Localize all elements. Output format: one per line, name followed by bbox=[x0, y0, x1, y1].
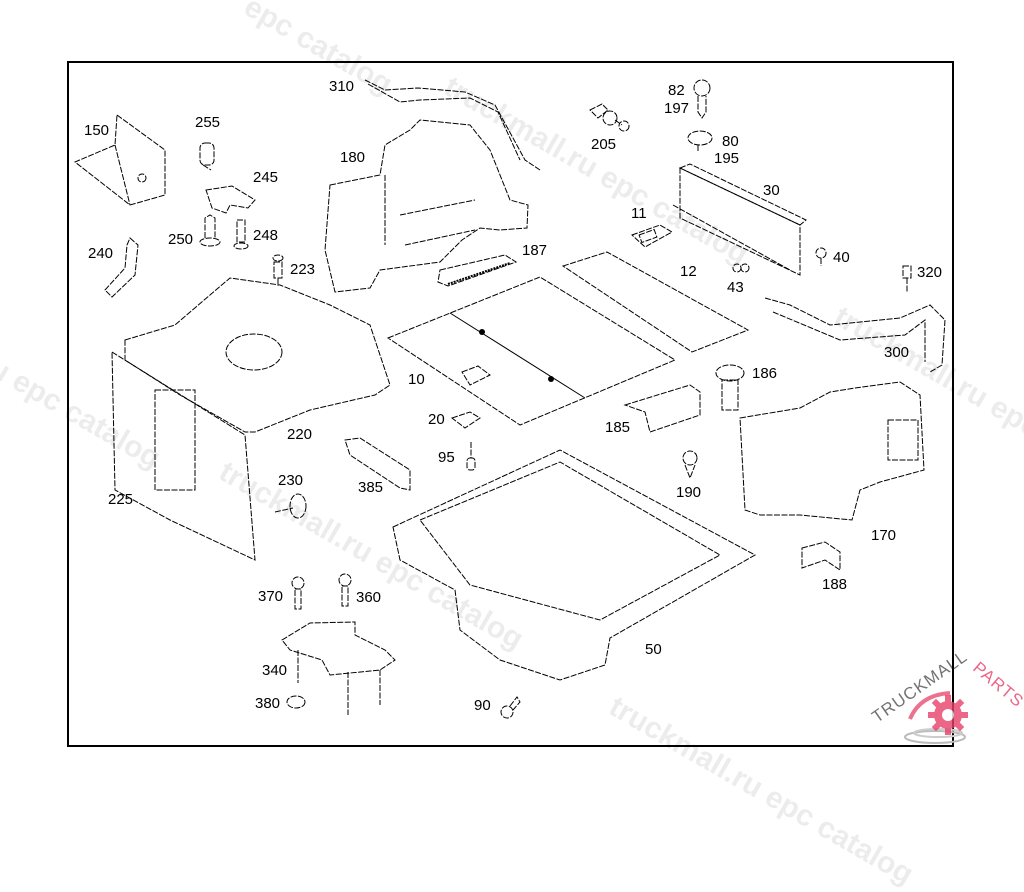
part-150-bracket[interactable] bbox=[74, 114, 166, 206]
part-label-250[interactable]: 250 bbox=[168, 231, 194, 248]
part-label-188[interactable]: 188 bbox=[822, 576, 848, 593]
part-90-plug[interactable] bbox=[500, 696, 521, 719]
part-320-pin[interactable] bbox=[902, 265, 912, 293]
part-255-clip[interactable] bbox=[199, 142, 215, 171]
diagram-frame bbox=[67, 61, 954, 747]
part-185-bracket[interactable] bbox=[623, 384, 701, 433]
part-188-clip[interactable] bbox=[801, 541, 841, 571]
part-label-300[interactable]: 300 bbox=[884, 344, 910, 361]
parts-drawing bbox=[74, 79, 946, 719]
part-label-245[interactable]: 245 bbox=[253, 169, 279, 186]
part-label-220[interactable]: 220 bbox=[287, 426, 313, 443]
part-label-320[interactable]: 320 bbox=[917, 264, 943, 281]
part-label-240[interactable]: 240 bbox=[88, 245, 114, 262]
part-label-190[interactable]: 190 bbox=[676, 484, 702, 501]
part-40-clip[interactable] bbox=[815, 247, 827, 266]
part-label-385[interactable]: 385 bbox=[358, 479, 384, 496]
truckmallparts-logo: TRUCKMALL PARTS bbox=[860, 647, 1024, 750]
part-380-grommet[interactable] bbox=[286, 695, 306, 709]
part-10-floor[interactable] bbox=[386, 276, 677, 426]
part-label-11[interactable]: 11 bbox=[631, 205, 647, 222]
part-220-panel[interactable] bbox=[124, 277, 391, 433]
part-label-223[interactable]: 223 bbox=[290, 261, 316, 278]
part-label-20[interactable]: 20 bbox=[428, 411, 445, 428]
part-80-clip[interactable] bbox=[687, 130, 713, 152]
part-label-150[interactable]: 150 bbox=[84, 122, 110, 139]
part-180-side-trim[interactable] bbox=[324, 119, 529, 293]
part-label-340[interactable]: 340 bbox=[262, 662, 288, 679]
part-label-248[interactable]: 248 bbox=[253, 227, 279, 244]
part-label-197[interactable]: 197 bbox=[664, 100, 690, 117]
part-11-handle[interactable] bbox=[631, 224, 674, 248]
part-190-clip[interactable] bbox=[682, 450, 698, 480]
part-248-bolt[interactable] bbox=[233, 219, 249, 250]
part-250-screw[interactable] bbox=[199, 214, 221, 247]
part-360-bolt[interactable] bbox=[338, 573, 352, 607]
part-186-plug[interactable] bbox=[715, 364, 745, 411]
part-225-panel[interactable] bbox=[111, 351, 256, 561]
part-30-panel[interactable] bbox=[672, 163, 807, 276]
part-label-230[interactable]: 230 bbox=[278, 472, 304, 489]
part-label-10[interactable]: 10 bbox=[408, 371, 425, 388]
part-12-cover[interactable] bbox=[561, 251, 750, 353]
part-187-strip[interactable] bbox=[437, 254, 518, 287]
part-label-360[interactable]: 360 bbox=[356, 589, 382, 606]
part-370-bolt[interactable] bbox=[291, 576, 305, 610]
floor-clip-marker bbox=[479, 329, 485, 335]
part-label-187[interactable]: 187 bbox=[522, 242, 548, 259]
part-label-12[interactable]: 12 bbox=[680, 263, 697, 280]
part-300-sill-trim[interactable] bbox=[764, 297, 946, 373]
part-230-bolt[interactable] bbox=[274, 493, 307, 519]
part-label-80[interactable]: 80 bbox=[722, 133, 739, 150]
part-385-bracket[interactable] bbox=[344, 437, 411, 491]
part-label-30[interactable]: 30 bbox=[763, 182, 780, 199]
part-95-pin[interactable] bbox=[466, 442, 476, 471]
part-label-186[interactable]: 186 bbox=[752, 365, 778, 382]
part-50-spare-well[interactable] bbox=[392, 449, 757, 681]
part-label-90[interactable]: 90 bbox=[474, 697, 491, 714]
part-245-clip[interactable] bbox=[205, 185, 256, 214]
part-170-side-trim[interactable] bbox=[739, 381, 925, 521]
part-label-370[interactable]: 370 bbox=[258, 588, 284, 605]
part-label-185[interactable]: 185 bbox=[605, 419, 631, 436]
part-label-170[interactable]: 170 bbox=[871, 527, 897, 544]
part-43-clip[interactable] bbox=[732, 263, 750, 273]
part-223-fastener[interactable] bbox=[272, 254, 284, 286]
gear-icon bbox=[904, 691, 968, 744]
part-label-310[interactable]: 310 bbox=[329, 78, 355, 95]
part-label-50[interactable]: 50 bbox=[645, 641, 662, 658]
part-label-380[interactable]: 380 bbox=[255, 695, 281, 712]
part-label-195[interactable]: 195 bbox=[714, 150, 740, 167]
part-label-225[interactable]: 225 bbox=[108, 491, 134, 508]
part-label-43[interactable]: 43 bbox=[727, 279, 744, 296]
part-82-screw[interactable] bbox=[693, 79, 711, 119]
part-label-40[interactable]: 40 bbox=[833, 249, 850, 266]
part-20-clip[interactable] bbox=[450, 411, 481, 429]
part-label-180[interactable]: 180 bbox=[340, 149, 366, 166]
floor-clip-marker bbox=[548, 376, 554, 382]
part-310-trim[interactable] bbox=[364, 79, 541, 171]
part-240-bracket[interactable] bbox=[104, 237, 139, 298]
part-label-205[interactable]: 205 bbox=[591, 136, 617, 153]
part-205-pin[interactable] bbox=[589, 103, 630, 132]
part-label-95[interactable]: 95 bbox=[438, 449, 455, 466]
part-340-bracket[interactable] bbox=[281, 621, 396, 715]
part-label-82[interactable]: 82 bbox=[668, 82, 685, 99]
part-label-255[interactable]: 255 bbox=[195, 114, 221, 131]
